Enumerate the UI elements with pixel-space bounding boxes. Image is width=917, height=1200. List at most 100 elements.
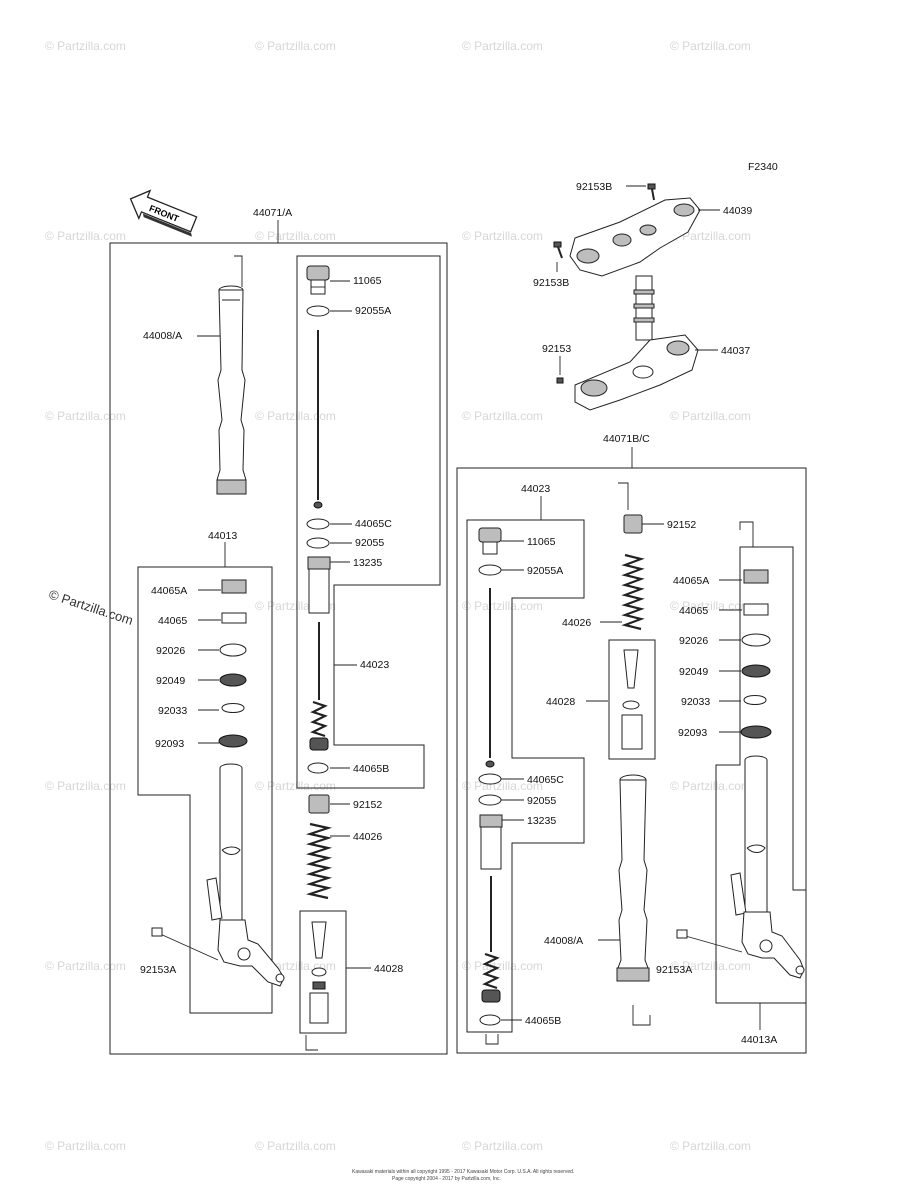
label-92055a-left: 92055A — [355, 305, 391, 317]
figure-code: F2340 — [748, 161, 778, 173]
right-fork-lower-frame — [715, 546, 807, 1004]
watermark: © Partzilla.com — [462, 959, 543, 973]
bush-13235-right — [479, 814, 503, 870]
right-assembly-frame — [456, 467, 807, 1054]
label-44023-left: 44023 — [360, 659, 389, 671]
outer-tube-left — [216, 255, 247, 495]
left-cartridge-frame — [296, 255, 441, 789]
ring-44065c-right — [478, 773, 502, 785]
upper-bracket-44039 — [569, 197, 701, 277]
cap-bolt-left — [306, 265, 330, 295]
label-92049-left: 92049 — [156, 675, 185, 687]
label-92153b-top: 92153B — [576, 181, 612, 193]
label-92055-left: 92055 — [355, 537, 384, 549]
bush-44065-left — [221, 612, 247, 624]
left-fork-assembly: 44071/A 44013 44008/A 11065 92055A — [109, 207, 448, 1055]
circlip-92033-left — [221, 703, 245, 713]
watermark: © Partzilla.com — [255, 39, 336, 53]
watermark: © Partzilla.com — [255, 409, 336, 423]
label-92153b-bottom: 92153B — [533, 277, 569, 289]
label-92033-right: 92033 — [681, 696, 710, 708]
nut-92152-right — [623, 514, 643, 534]
dust-seal-92093-right — [740, 725, 772, 739]
label-92026-right: 92026 — [679, 635, 708, 647]
label-44071-a: 44071/A — [253, 207, 292, 219]
left-fork-lower-frame — [137, 566, 273, 1014]
watermark: © Partzilla.com — [670, 39, 751, 53]
oring-92055-left — [306, 537, 330, 549]
label-92026-left: 92026 — [156, 645, 185, 657]
label-44026-left: 44026 — [353, 831, 382, 843]
label-44008-a: 44008/A — [143, 330, 182, 342]
watermark: © Partzilla.com — [670, 779, 751, 793]
label-44026-right: 44026 — [562, 617, 591, 629]
spring-guide-frame-left — [299, 910, 347, 1034]
watermark-layer: © Partzilla.com © Partzilla.com © Partzi… — [45, 39, 751, 1153]
label-44065-right: 44065 — [679, 605, 708, 617]
cap-bolt-right — [478, 527, 502, 555]
ring-44065c-left — [306, 518, 330, 530]
label-92033-left: 92033 — [158, 705, 187, 717]
watermark: © Partzilla.com — [45, 229, 126, 243]
label-44065c-right: 44065C — [527, 774, 564, 786]
watermark: © Partzilla.com — [255, 779, 336, 793]
watermark: © Partzilla.com — [670, 229, 751, 243]
watermark: © Partzilla.com — [45, 959, 126, 973]
spring-guide-44028-right — [621, 649, 643, 750]
label-44065b-left: 44065B — [353, 763, 389, 775]
watermark: © Partzilla.com — [670, 959, 751, 973]
label-44008-a-right: 44008/A — [544, 935, 583, 947]
spring-44026-right — [621, 553, 645, 631]
label-92093-right: 92093 — [678, 727, 707, 739]
label-44013a: 44013A — [741, 1034, 777, 1046]
washer-92026-left — [219, 643, 247, 657]
label-92093-left: 92093 — [155, 738, 184, 750]
watermark: © Partzilla.com — [462, 1139, 543, 1153]
label-92055a-right: 92055A — [527, 565, 563, 577]
label-44037: 44037 — [721, 345, 750, 357]
bush-44065a-left — [221, 579, 247, 594]
ring-44065b-left — [307, 762, 329, 774]
label-44071b-c: 44071B/C — [603, 433, 650, 445]
left-assembly-frame — [109, 242, 448, 1055]
label-44065c-left: 44065C — [355, 518, 392, 530]
label-44065b-right: 44065B — [525, 1015, 561, 1027]
cartridge-44023-left — [309, 622, 329, 751]
spring-44026-left — [305, 822, 333, 900]
watermark: © Partzilla.com — [45, 1139, 126, 1153]
label-44065a-right: 44065A — [673, 575, 709, 587]
watermark: © Partzilla.com — [670, 599, 751, 613]
label-92153: 92153 — [542, 343, 571, 355]
watermark: © Partzilla.com — [462, 229, 543, 243]
fork-leg-44013a-right — [730, 755, 805, 979]
watermark: © Partzilla.com — [45, 779, 126, 793]
bush-44065a-right — [743, 569, 769, 584]
label-92049-right: 92049 — [679, 666, 708, 678]
label-44028-right: 44028 — [546, 696, 575, 708]
spring-guide-44028-left — [309, 921, 329, 1024]
watermark: © Partzilla.com — [462, 599, 543, 613]
steering-stem-44037 — [574, 275, 699, 411]
label-44039: 44039 — [723, 205, 752, 217]
label-92055-right: 92055 — [527, 795, 556, 807]
washer-92026-right — [741, 633, 771, 647]
spring-guide-frame-right — [608, 639, 656, 760]
oil-seal-92049-left — [219, 673, 247, 687]
cartridge-rod-right — [481, 876, 501, 1003]
oring-92055a-left — [306, 305, 330, 317]
dust-seal-92093-left — [218, 734, 248, 748]
watermark: © Partzilla.com — [45, 409, 126, 423]
watermark: © Partzilla.com — [255, 229, 336, 243]
watermark: © Partzilla.com — [670, 1139, 751, 1153]
right-cartridge-frame — [466, 519, 585, 1033]
label-92153a-right: 92153A — [656, 964, 692, 976]
label-44028-left: 44028 — [374, 963, 403, 975]
oring-92055-right — [478, 794, 502, 806]
label-92152-right: 92152 — [667, 519, 696, 531]
nut-92152-left — [308, 794, 330, 814]
fork-leg-44013-left — [206, 763, 285, 987]
oring-92055a-right — [478, 564, 502, 576]
label-13235-left: 13235 — [353, 557, 382, 569]
label-44013: 44013 — [208, 530, 237, 542]
